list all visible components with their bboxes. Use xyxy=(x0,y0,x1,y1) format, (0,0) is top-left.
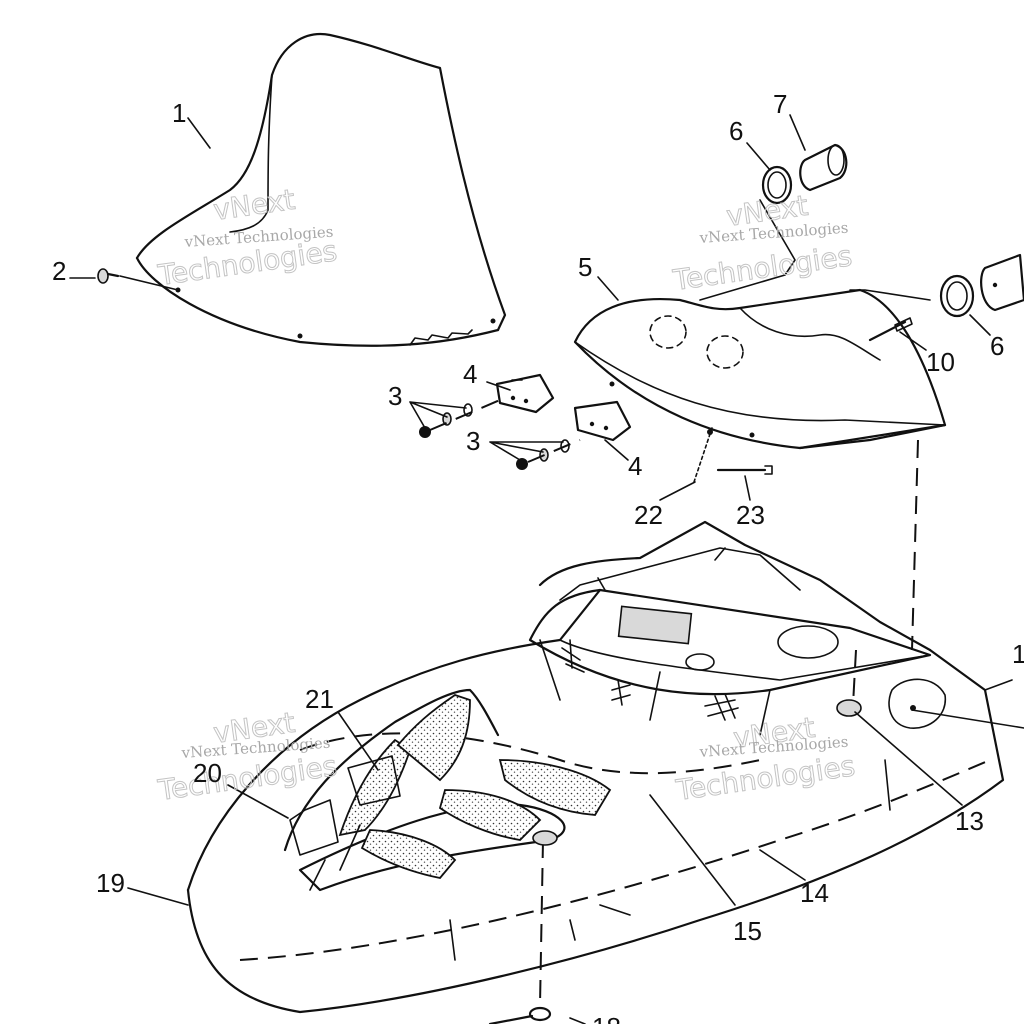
gauge-ring-upper xyxy=(761,165,793,205)
windshield-screw xyxy=(97,268,179,291)
callout-13: 13 xyxy=(955,806,984,836)
callout-21: 21 xyxy=(305,684,334,714)
callout-20: 20 xyxy=(193,758,222,788)
nut-washer-set-lower xyxy=(516,439,581,470)
alignment-line-center xyxy=(852,649,857,706)
callout-18: 18 xyxy=(592,1012,621,1024)
nut-washer-set-upper xyxy=(419,399,501,438)
spring-fastener xyxy=(693,427,713,483)
svg-text:Technologies: Technologies xyxy=(670,239,854,297)
leader-lines xyxy=(69,114,1024,1024)
callout-7: 7 xyxy=(773,89,787,119)
callout-22: 22 xyxy=(634,500,663,530)
vent-grille xyxy=(283,688,612,892)
hood xyxy=(186,520,1005,1014)
callout-14: 14 xyxy=(800,878,829,908)
watermark-top-left: vNext vNext Technologies Technologies xyxy=(155,182,340,292)
wire-bolt xyxy=(868,317,913,342)
mount-bracket-lower xyxy=(573,400,632,442)
callout-11: 1 xyxy=(1012,639,1024,669)
callout-3-upper: 3 xyxy=(388,381,402,411)
callout-19: 19 xyxy=(96,868,125,898)
bottom-rivet xyxy=(488,1006,552,1024)
windshield xyxy=(135,32,507,347)
watermark-bottom-left: vNext vNext Technologies Technologies xyxy=(155,705,340,807)
callout-15: 15 xyxy=(733,916,762,946)
watermark-bottom-right: vNext vNext Technologies Technologies xyxy=(673,710,858,807)
callout-4-upper: 4 xyxy=(463,359,477,389)
callout-6-lower: 6 xyxy=(990,331,1004,361)
watermark-top-right: vNext vNext Technologies Technologies xyxy=(670,188,855,297)
dash-panel xyxy=(528,547,932,736)
gauge-body xyxy=(799,143,848,192)
callout-10: 10 xyxy=(926,347,955,377)
callout-23: 23 xyxy=(736,500,765,530)
callout-3-lower: 3 xyxy=(466,426,480,456)
mount-bracket-upper xyxy=(495,373,555,414)
gauge-body-lower xyxy=(980,253,1024,312)
callout-6-upper: 6 xyxy=(729,116,743,146)
callout-1: 1 xyxy=(172,98,186,128)
callout-5: 5 xyxy=(578,252,592,282)
alignment-line-right xyxy=(911,439,919,651)
gauge-leader-lines xyxy=(699,199,931,301)
instrument-cover xyxy=(573,288,947,450)
alignment-line-bottom xyxy=(539,839,544,1006)
svg-text:vNext: vNext xyxy=(211,183,297,227)
gauge-ring-lower xyxy=(939,274,975,318)
callout-4-lower: 4 xyxy=(628,451,642,481)
callout-2: 2 xyxy=(52,256,66,286)
callout-labels: 1 2 3 3 4 4 5 6 6 7 10 1 13 14 15 18 19 … xyxy=(52,89,1024,1024)
bolt xyxy=(716,465,773,475)
